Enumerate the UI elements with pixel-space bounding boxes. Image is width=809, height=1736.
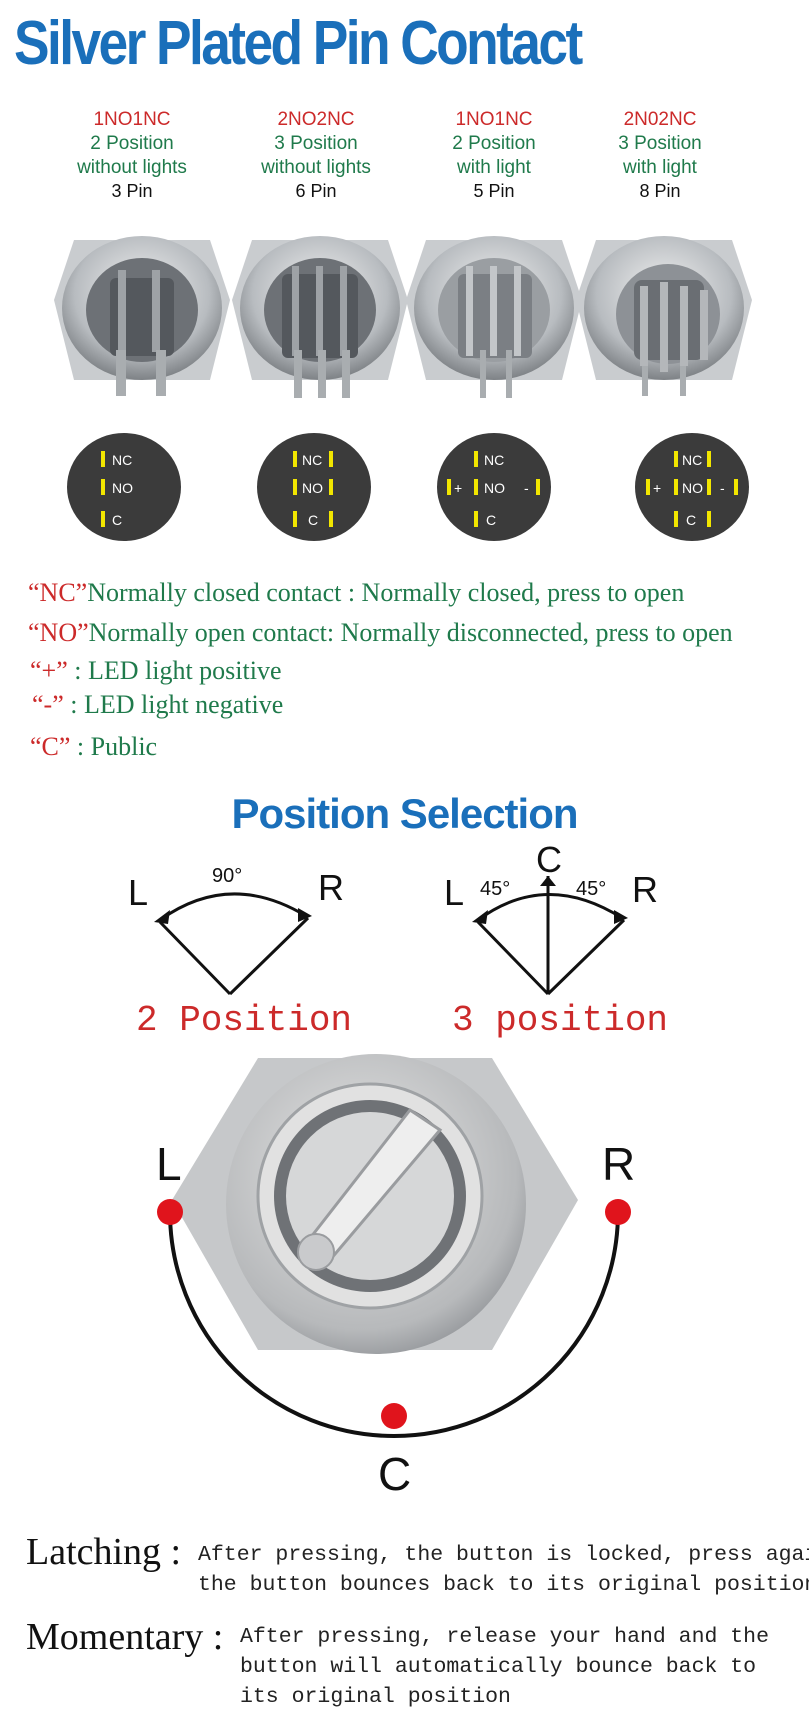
page-title: Silver Plated Pin Contact	[14, 9, 583, 78]
variant-pins: 8 Pin	[639, 181, 681, 201]
right-label: R	[318, 867, 344, 908]
switch-photo-2	[232, 236, 408, 398]
latching-line-1: After pressing, the button is locked, pr…	[198, 1543, 809, 1567]
center-label: C	[536, 840, 562, 880]
variant-header-4: 2N02NC 3 Position with light 8 Pin	[570, 108, 750, 202]
variant-code: 2N02NC	[623, 109, 697, 130]
variant-position: 2 Position	[452, 133, 536, 154]
variant-header-1: 1NO1NC 2 Position without lights 3 Pin	[42, 108, 222, 202]
variant-pins: 5 Pin	[473, 181, 515, 201]
momentary-line-1: After pressing, release your hand and th…	[240, 1625, 769, 1649]
latching-title: Latching :	[26, 1531, 182, 1573]
pin-nc-label: NC	[682, 452, 702, 468]
pin-no-label: NO	[484, 480, 505, 496]
legend-key: “C”	[30, 732, 71, 761]
position-selection-heading: Position Selection	[231, 790, 578, 837]
legend-key: “NC”	[28, 578, 88, 607]
knob-left-label: L	[156, 1138, 182, 1190]
legend-key: “+”	[30, 656, 68, 685]
legend-item-plus: “+” : LED light positive	[30, 656, 282, 686]
pin-minus-label: -	[720, 480, 725, 496]
two-position-diagram: L 90° R	[128, 865, 344, 996]
variant-header-3: 1NO1NC 2 Position with light 5 Pin	[404, 108, 584, 202]
variant-header-2: 2NO2NC 3 Position without lights 6 Pin	[226, 108, 406, 202]
pin-diagram-3: NC + NO - C	[437, 433, 551, 541]
legend-item-c: “C” : Public	[30, 732, 157, 762]
legend-text: : Public	[70, 732, 158, 761]
momentary-line-2: button will automatically bounce back to	[240, 1655, 757, 1679]
knob-right-label: R	[602, 1138, 635, 1190]
momentary-line-3: its original position	[240, 1685, 511, 1709]
legend-item-no: “NO”Normally open contact: Normally disc…	[28, 618, 733, 648]
two-position-label: 2 Position	[136, 1000, 353, 1041]
variant-code: 1NO1NC	[455, 109, 533, 130]
pin-minus-label: -	[524, 480, 529, 496]
legend-text: Normally open contact: Normally disconne…	[88, 618, 733, 647]
left-label: L	[444, 872, 464, 913]
angle-right-label: 45°	[576, 878, 606, 900]
pin-nc-label: NC	[112, 452, 132, 468]
pin-nc-label: NC	[302, 452, 322, 468]
variant-lights: with light	[623, 157, 697, 178]
latching-line-2: the button bounces back to its original …	[198, 1573, 809, 1597]
pin-nc-label: NC	[484, 452, 504, 468]
legend-key: “NO”	[28, 618, 89, 647]
pin-plus-label: +	[653, 480, 661, 496]
switch-photo-1	[54, 236, 230, 396]
variant-position: 2 Position	[90, 133, 174, 154]
pin-no-label: NO	[682, 480, 703, 496]
latching-description: After pressing, the button is locked, pr…	[198, 1540, 809, 1600]
pin-diagram-4: NC + NO - C	[635, 433, 749, 541]
legend-text: : LED light positive	[67, 656, 282, 685]
pin-diagram-2: NC NO C	[257, 433, 371, 541]
switch-photo-4	[576, 236, 752, 396]
three-position-diagram: L 45° C 45° R	[444, 840, 658, 996]
legend-text: : LED light negative	[63, 690, 284, 719]
pin-c-label: C	[686, 512, 696, 528]
left-label: L	[128, 872, 148, 913]
pin-no-label: NO	[302, 480, 323, 496]
variant-position: 3 Position	[274, 133, 358, 154]
legend-text: Normally closed contact : Normally close…	[87, 578, 685, 607]
angle-label: 90°	[212, 865, 242, 887]
variant-code: 2NO2NC	[277, 109, 355, 130]
pin-plus-label: +	[454, 480, 462, 496]
variant-position: 3 Position	[618, 133, 702, 154]
pin-c-label: C	[308, 512, 318, 528]
variant-code: 1NO1NC	[93, 109, 171, 130]
knob-center-label: C	[378, 1448, 411, 1500]
pin-c-label: C	[486, 512, 496, 528]
pin-no-label: NO	[112, 480, 133, 496]
momentary-description: After pressing, release your hand and th…	[240, 1622, 769, 1712]
variant-lights: with light	[457, 157, 531, 178]
switch-photo-3	[406, 236, 582, 398]
knob-diagram: L R C	[156, 1054, 635, 1500]
three-position-label: 3 position	[452, 1000, 669, 1041]
right-label: R	[632, 869, 658, 910]
legend-item-minus: “-” : LED light negative	[32, 690, 283, 720]
variant-lights: without lights	[77, 157, 187, 178]
angle-left-label: 45°	[480, 878, 510, 900]
variant-pins: 6 Pin	[295, 181, 337, 201]
legend-item-nc: “NC”Normally closed contact : Normally c…	[28, 578, 684, 608]
variant-pins: 3 Pin	[111, 181, 153, 201]
pin-c-label: C	[112, 512, 122, 528]
pin-diagram-1: NC NO C	[67, 433, 181, 541]
legend-key: “-”	[32, 690, 64, 719]
momentary-title: Momentary :	[26, 1616, 224, 1658]
variant-lights: without lights	[261, 157, 371, 178]
